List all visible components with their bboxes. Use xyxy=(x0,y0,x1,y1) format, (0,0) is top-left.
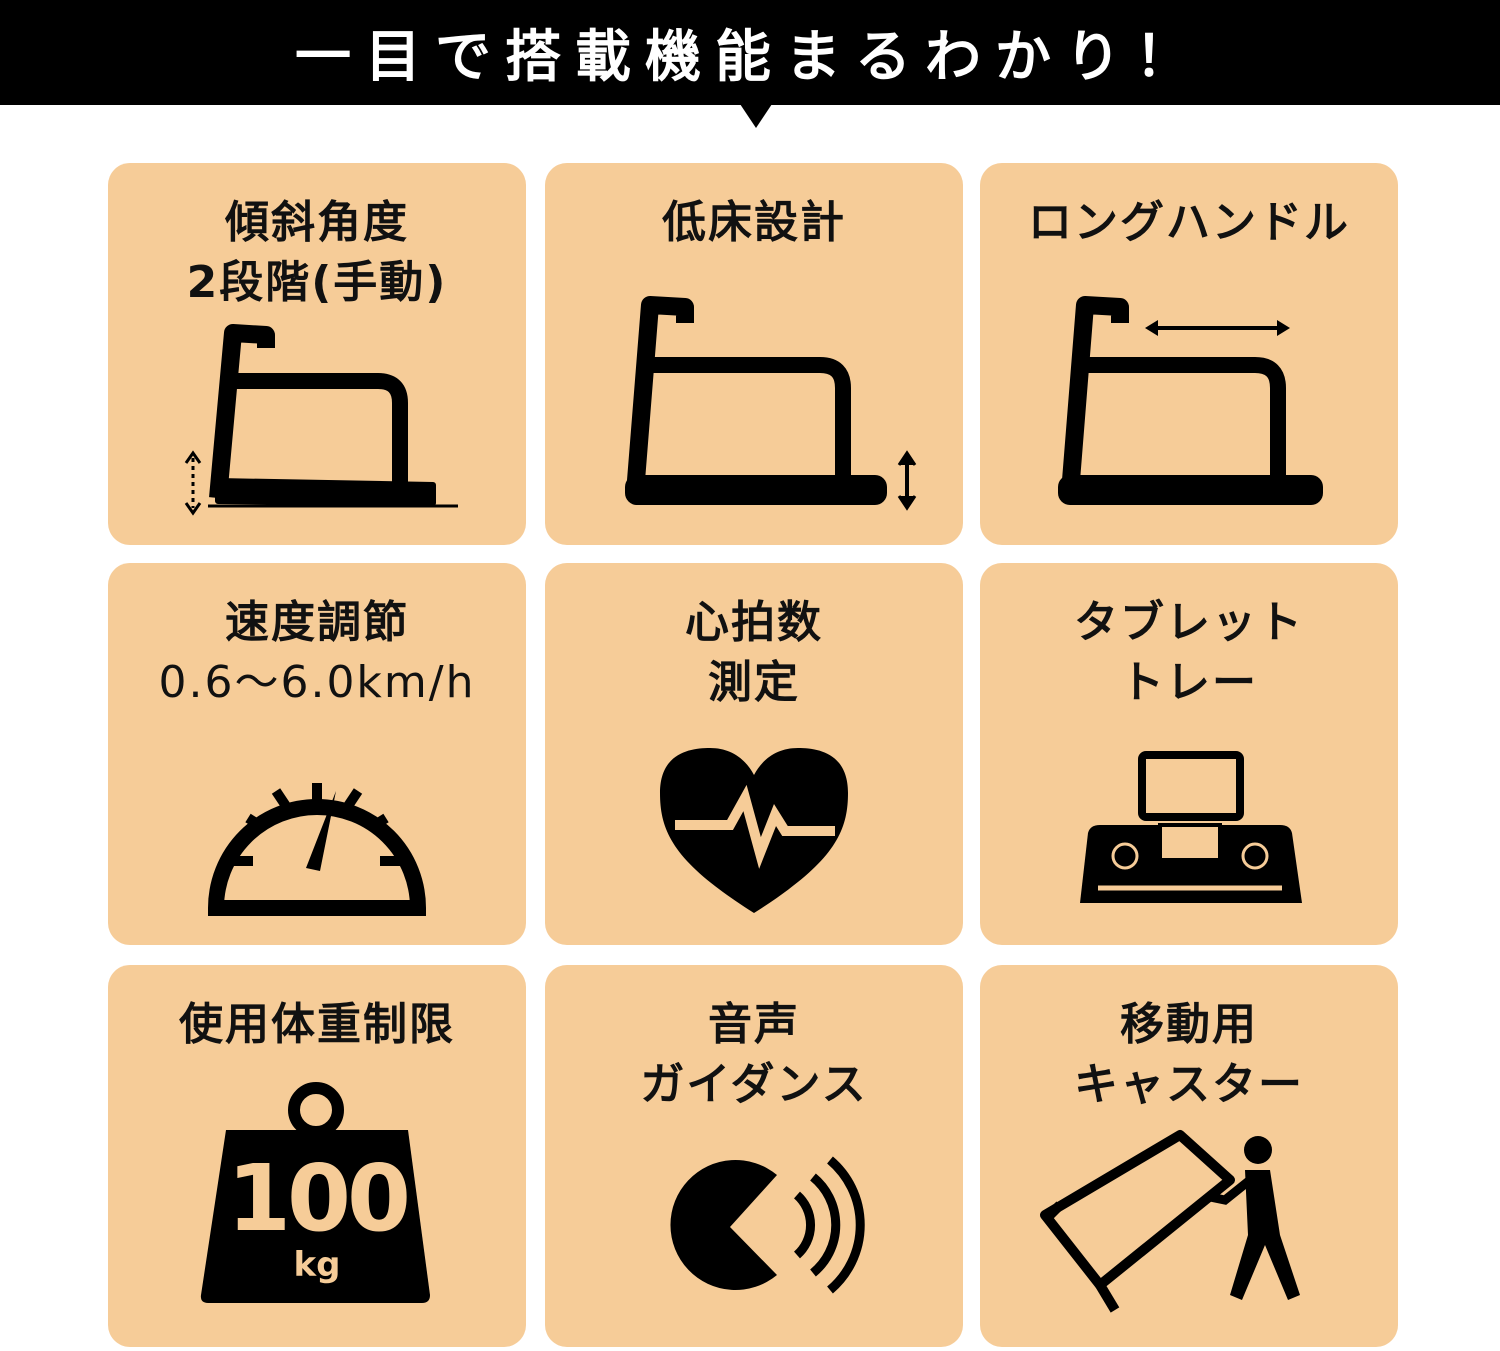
feature-subtitle: ガイダンス xyxy=(640,1059,868,1110)
header-banner: 一目で搭載機能まるわかり！ xyxy=(0,0,1500,105)
feature-subtitle: 測定 xyxy=(708,657,800,708)
incline-treadmill-icon xyxy=(184,324,458,516)
feature-subtitle: キャスター xyxy=(1074,1059,1304,1110)
feature-title: ロングハンドル xyxy=(1028,197,1350,248)
feature-title: 傾斜角度 xyxy=(225,197,409,248)
feature-long-handle: ロングハンドル xyxy=(980,163,1398,545)
feature-subtitle: トレー xyxy=(1120,657,1258,708)
feature-low-floor: 低床設計 xyxy=(545,163,963,545)
voice-guidance-icon xyxy=(670,1156,865,1294)
weight-icon xyxy=(200,1082,430,1303)
feature-heart-rate: 心拍数測定 xyxy=(545,563,963,945)
feature-tablet-tray: タブレットトレー xyxy=(980,563,1398,945)
feature-title: 低床設計 xyxy=(662,197,846,248)
feature-speed: 速度調節 0.6～6.0km/h xyxy=(108,563,526,945)
feature-caster: 移動用キャスター xyxy=(980,965,1398,1347)
header-pointer xyxy=(740,104,772,128)
feature-title: 使用体重制限 xyxy=(179,999,455,1050)
speedometer-icon xyxy=(207,783,427,916)
heart-rate-icon xyxy=(660,748,848,913)
feature-voice-guidance: 音声ガイダンス xyxy=(545,965,963,1347)
caster-moving-icon xyxy=(1040,1130,1300,1313)
feature-title: 音声 xyxy=(708,999,800,1050)
weight-value: 100 xyxy=(226,1145,411,1252)
page-title: 一目で搭載機能まるわかり！ xyxy=(295,25,1205,90)
feature-title: タブレット xyxy=(1074,597,1304,648)
feature-weight-limit: 使用体重制限 100 kg xyxy=(108,965,526,1347)
tablet-tray-icon xyxy=(1080,751,1302,903)
feature-subtitle: 0.6～6.0km/h xyxy=(158,657,476,708)
feature-title: 移動用 xyxy=(1120,999,1258,1050)
weight-unit: kg xyxy=(293,1245,341,1285)
long-handle-treadmill-icon xyxy=(1058,296,1323,505)
feature-title: 心拍数 xyxy=(685,597,823,648)
feature-incline: 傾斜角度 2段階(手動) xyxy=(108,163,526,545)
low-floor-treadmill-icon xyxy=(625,296,917,511)
feature-subtitle: 2段階(手動) xyxy=(186,257,448,308)
feature-title: 速度調節 xyxy=(225,597,409,648)
